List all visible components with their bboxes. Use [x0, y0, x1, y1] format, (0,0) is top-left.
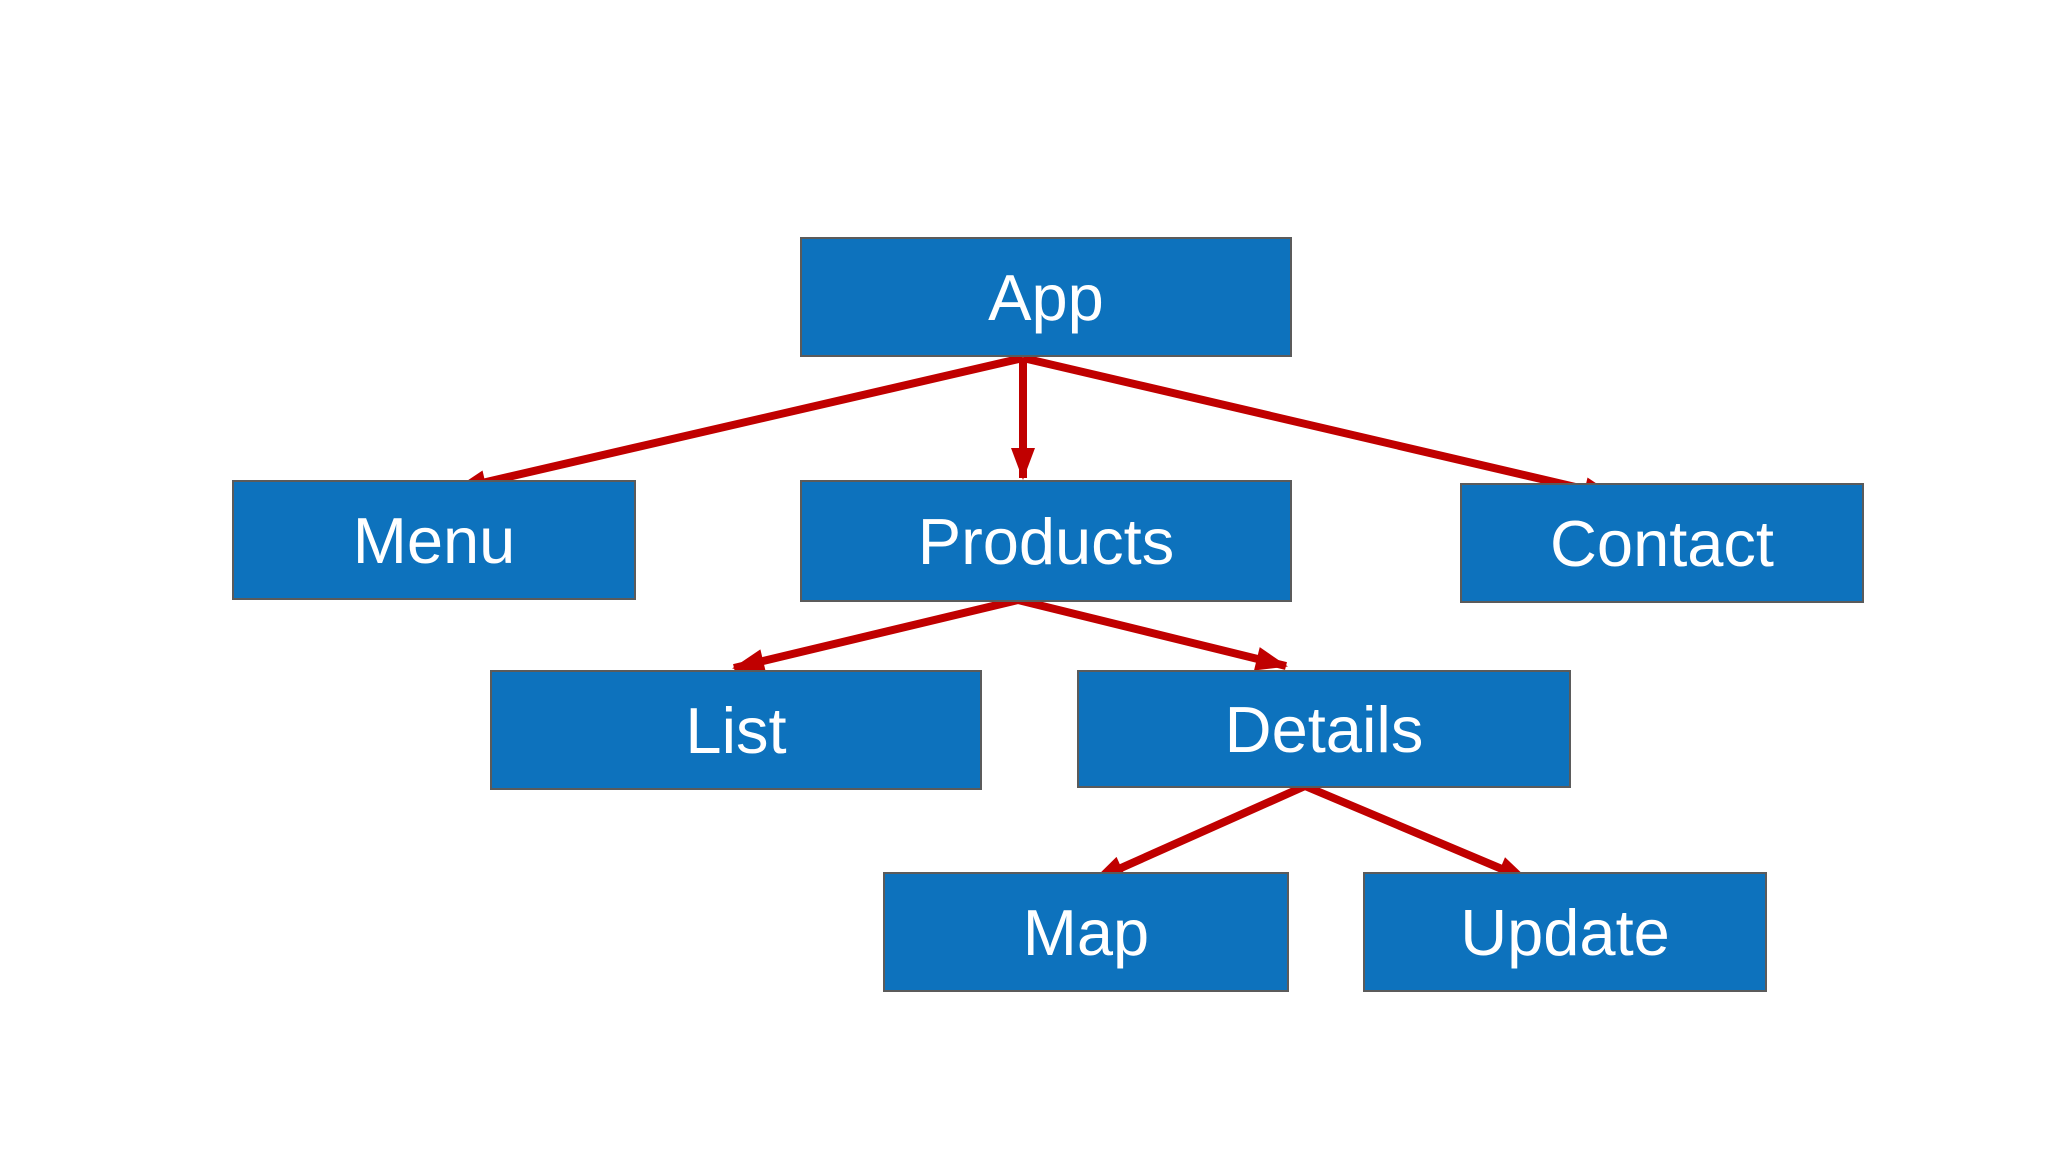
node-label: Menu	[352, 503, 516, 577]
node-label: List	[685, 693, 787, 767]
node-products: Products	[800, 480, 1292, 602]
edge-app-contact	[1022, 354, 1616, 501]
node-update: Update	[1363, 872, 1767, 992]
node-label: Products	[917, 504, 1175, 578]
edge-lines	[454, 354, 1616, 884]
node-label: Contact	[1549, 506, 1774, 580]
node-list: List	[490, 670, 982, 790]
node-app: App	[800, 237, 1292, 357]
node-label: App	[988, 260, 1104, 334]
edge-app-menu	[454, 354, 1024, 494]
edge-products-details	[1017, 596, 1288, 671]
edge-products-list	[732, 596, 1019, 673]
node-contact: Contact	[1460, 483, 1864, 603]
node-menu: Menu	[232, 480, 636, 600]
edge-details-map	[1092, 782, 1307, 884]
node-label: Map	[1022, 895, 1150, 969]
node-details: Details	[1077, 670, 1571, 788]
node-label: Update	[1460, 895, 1670, 969]
node-label: Details	[1224, 692, 1424, 766]
edge-details-update	[1303, 782, 1530, 884]
node-map: Map	[883, 872, 1289, 992]
